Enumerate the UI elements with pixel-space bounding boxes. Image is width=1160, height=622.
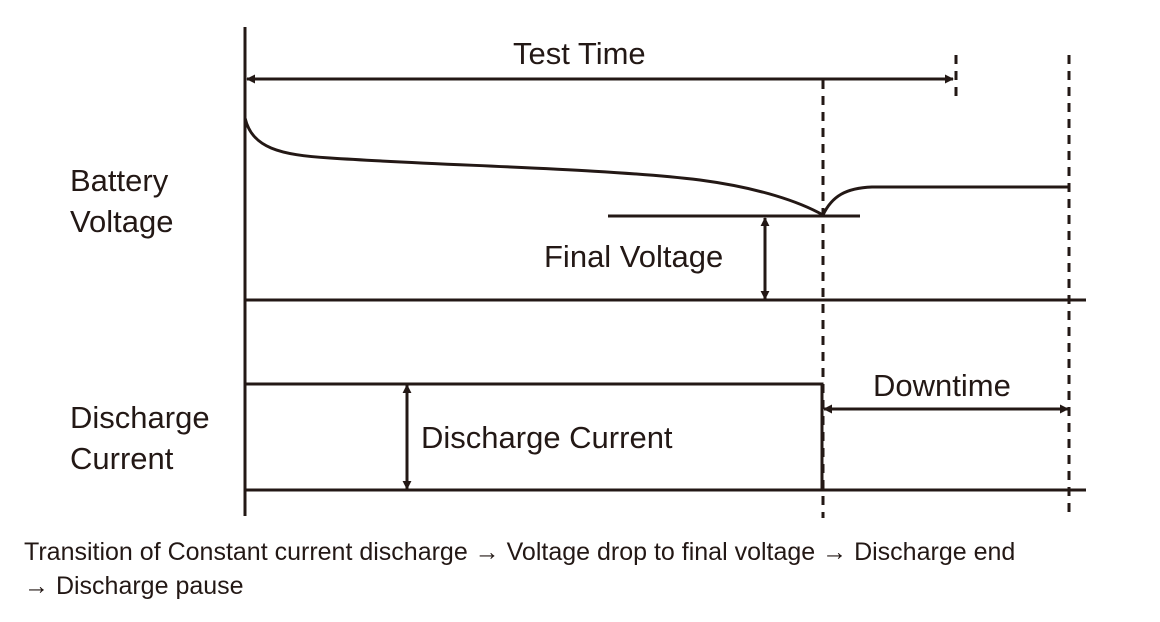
downtime-label: Downtime bbox=[873, 368, 1011, 403]
battery-voltage-label-line1: Battery bbox=[70, 163, 169, 198]
battery-voltage-label-line2: Voltage bbox=[70, 204, 174, 239]
discharge-current-step bbox=[245, 382, 824, 490]
diagram-caption: Transition of Constant current discharge… bbox=[24, 538, 1016, 600]
discharge-current-annotation: Discharge Current bbox=[421, 420, 673, 455]
discharge-current-label-line2: Current bbox=[70, 441, 174, 476]
final-voltage-label: Final Voltage bbox=[544, 239, 724, 274]
voltage-recovery-curve bbox=[821, 185, 1069, 216]
test-time-label: Test Time bbox=[513, 36, 646, 71]
battery-voltage-curve bbox=[243, 117, 824, 217]
discharge-current-label-line1: Discharge bbox=[70, 400, 210, 435]
